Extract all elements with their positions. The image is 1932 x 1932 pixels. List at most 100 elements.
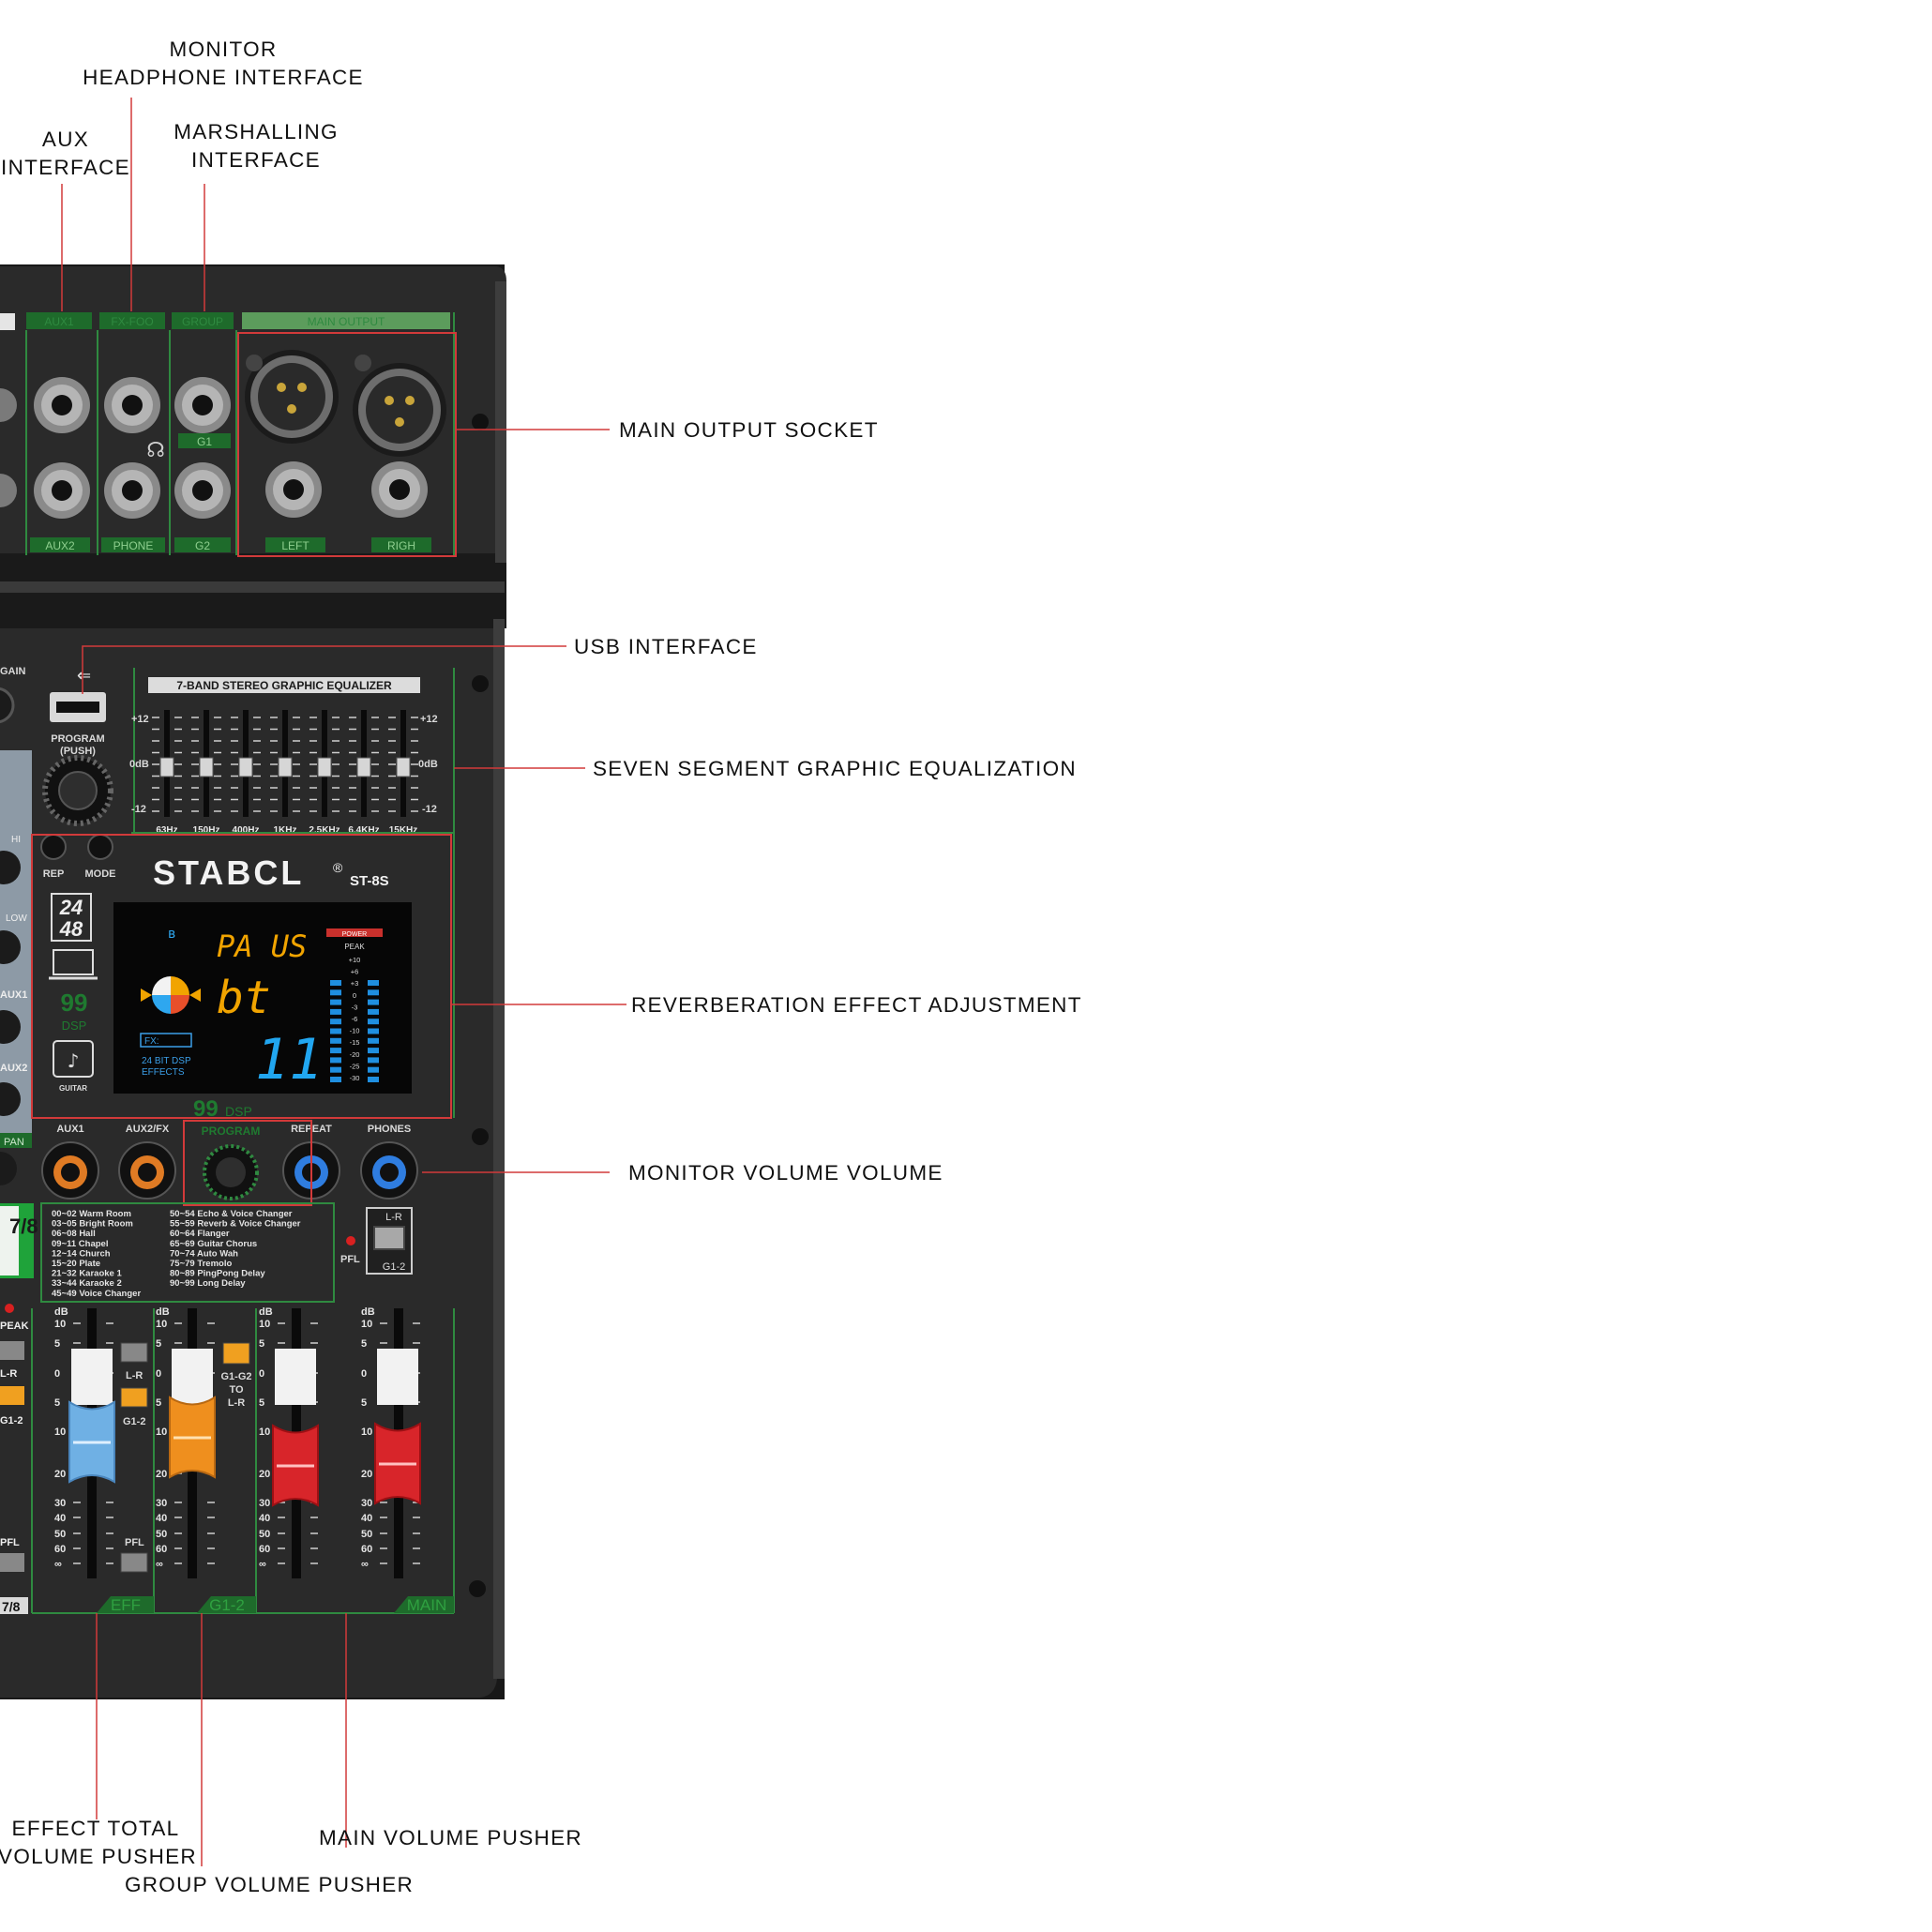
g12-button-side[interactable] bbox=[0, 1386, 24, 1405]
label-g12-switch: G1-2 bbox=[383, 1261, 405, 1273]
fader-scale-label: 50 bbox=[361, 1529, 372, 1540]
jack-main-left[interactable] bbox=[265, 461, 322, 518]
callout-marshalling-line1: MARSHALLING bbox=[174, 120, 339, 143]
bluetooth-icon: ʙ bbox=[168, 927, 175, 942]
callout-marshalling-line2: INTERFACE bbox=[191, 148, 321, 172]
pan-knob-partial[interactable] bbox=[0, 1152, 17, 1185]
dsp-99-small: 99 bbox=[193, 1096, 219, 1122]
low-knob-partial[interactable] bbox=[0, 930, 21, 964]
fader-group-orange[interactable] bbox=[169, 1396, 216, 1479]
jack-aux1[interactable] bbox=[34, 377, 90, 433]
meter-seg-left bbox=[330, 1008, 341, 1015]
knob-aux2fx[interactable] bbox=[118, 1141, 176, 1200]
fader-scale-label: 10 bbox=[54, 1426, 66, 1438]
hi-knob-partial[interactable] bbox=[0, 851, 21, 884]
fader-window-main-r bbox=[377, 1349, 418, 1405]
jack-g1[interactable] bbox=[174, 377, 231, 433]
meter-seg-right bbox=[368, 1028, 379, 1034]
xlr-left[interactable] bbox=[245, 350, 339, 444]
g1g2-to-lr-button[interactable] bbox=[222, 1342, 250, 1365]
label-rep: REP bbox=[43, 868, 65, 880]
jack-section: AUX1 FX-FOO GROUP MAIN OUTPUT G1 ☊ AUX2 … bbox=[0, 312, 489, 557]
meter-scale-label: -30 bbox=[350, 1074, 360, 1082]
jack-g2[interactable] bbox=[174, 462, 231, 519]
fader-scale-label: 10 bbox=[54, 1319, 66, 1330]
knob-phones[interactable] bbox=[360, 1141, 418, 1200]
usb-port-slot bbox=[56, 702, 99, 713]
screw-mid bbox=[472, 1128, 489, 1145]
preset-item: 00~02 Warm Room bbox=[52, 1209, 131, 1219]
xlr-right[interactable] bbox=[353, 355, 446, 457]
callouts bbox=[61, 98, 626, 1866]
fader-scale-label: 0 bbox=[156, 1368, 161, 1380]
label-pfl-side: PFL bbox=[0, 1537, 20, 1548]
eq-slider-knob-2[interactable] bbox=[238, 757, 253, 777]
mute-button-eff[interactable] bbox=[120, 1342, 148, 1363]
pfl-button-eff[interactable] bbox=[120, 1552, 148, 1573]
fader-scale-label: dB bbox=[156, 1306, 170, 1318]
side-rail-bottom bbox=[493, 619, 505, 1679]
eq-slider-knob-0[interactable] bbox=[159, 757, 174, 777]
eq-slider-knob-4[interactable] bbox=[317, 757, 332, 777]
fader-scale-label: dB bbox=[361, 1306, 375, 1318]
lr-switch-button[interactable] bbox=[373, 1226, 405, 1250]
label-bg-g2 bbox=[174, 537, 231, 552]
label-bg-left bbox=[265, 537, 325, 552]
meter-seg-left bbox=[330, 989, 341, 996]
fader-scale-label: 50 bbox=[156, 1529, 167, 1540]
fader-main-red-right[interactable] bbox=[374, 1422, 421, 1505]
meter-seg-left bbox=[330, 980, 341, 986]
aux2-knob-partial[interactable] bbox=[0, 1082, 21, 1116]
label-lr-side: L-R bbox=[0, 1368, 17, 1380]
fader-eff-blue[interactable] bbox=[68, 1400, 115, 1484]
knob-aux1[interactable] bbox=[41, 1141, 99, 1200]
lcd-number: 11 bbox=[255, 1027, 323, 1093]
label-aux1-side: AUX1 bbox=[0, 989, 27, 1001]
edge-jack-1[interactable] bbox=[0, 388, 17, 422]
mute-button-side[interactable] bbox=[0, 1341, 24, 1360]
g12-button-eff[interactable] bbox=[120, 1387, 148, 1408]
jack-aux2[interactable] bbox=[34, 462, 90, 519]
label-bg-aux1 bbox=[26, 312, 92, 329]
eq-slider-knob-6[interactable] bbox=[396, 757, 411, 777]
preset-item: 15~20 Plate bbox=[52, 1259, 100, 1269]
preset-item: 70~74 Auto Wah bbox=[170, 1248, 238, 1259]
fader-main-red-left[interactable] bbox=[272, 1424, 319, 1507]
eq-slider-knob-3[interactable] bbox=[278, 757, 293, 777]
label-bg-aux2 bbox=[30, 537, 90, 552]
label-g12-side: G1-2 bbox=[0, 1415, 23, 1426]
meter-scale-label: -20 bbox=[350, 1050, 360, 1059]
fader-scale-label: 5 bbox=[259, 1338, 264, 1350]
rep-button[interactable] bbox=[40, 834, 67, 860]
eq-zero-left: 0dB bbox=[129, 759, 149, 770]
label-phone: PHONE bbox=[113, 539, 154, 552]
aux1-knob-partial[interactable] bbox=[0, 1010, 21, 1044]
meter-scale-label: -3 bbox=[352, 1003, 358, 1011]
eq-band-label-0: 63Hz bbox=[156, 825, 177, 836]
pfl-button-side[interactable] bbox=[0, 1553, 24, 1572]
peak-led-side bbox=[5, 1304, 14, 1313]
fader-scale-label: 10 bbox=[259, 1319, 270, 1330]
jack-main-right[interactable] bbox=[371, 461, 428, 518]
edge-jack-2[interactable] bbox=[0, 474, 17, 507]
preset-item: 45~49 Voice Changer bbox=[52, 1289, 141, 1299]
gain-knob-partial[interactable] bbox=[0, 687, 15, 724]
fader-scale-label: ∞ bbox=[54, 1559, 62, 1570]
fader-scale-label: 40 bbox=[156, 1513, 167, 1524]
preset-item: 09~11 Chapel bbox=[52, 1239, 108, 1249]
preset-item: 75~79 Tremolo bbox=[170, 1259, 232, 1269]
callout-aux-line1: AUX bbox=[42, 128, 89, 151]
fader-scale-label: 60 bbox=[361, 1544, 372, 1555]
mode-button[interactable] bbox=[87, 834, 113, 860]
jack-phone[interactable] bbox=[104, 462, 160, 519]
label-bg-group bbox=[172, 312, 234, 329]
fader-scale-label: 60 bbox=[259, 1544, 270, 1555]
program-knob[interactable] bbox=[203, 1144, 259, 1200]
meter-scale-label: -10 bbox=[350, 1027, 360, 1035]
label-g1g2-1: G1-G2 bbox=[220, 1371, 251, 1382]
eq-slider-knob-1[interactable] bbox=[199, 757, 214, 777]
eq-slider-knob-5[interactable] bbox=[356, 757, 371, 777]
jack-fxfoo[interactable] bbox=[104, 377, 160, 433]
program-encoder[interactable] bbox=[42, 755, 113, 826]
